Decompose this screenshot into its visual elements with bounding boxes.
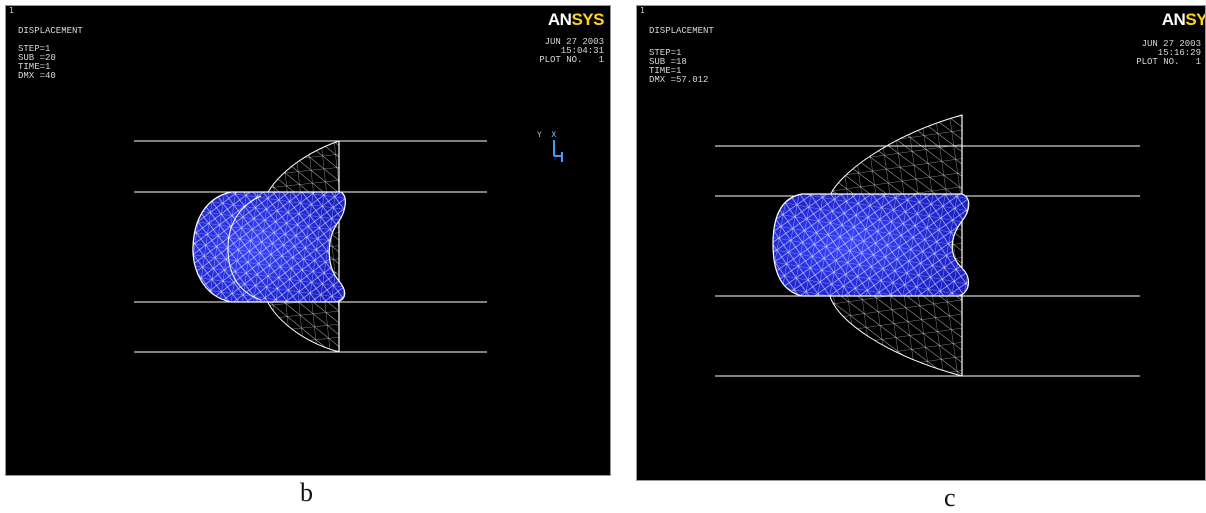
coordinate-triad-icon xyxy=(553,140,563,162)
time-label: TIME=1 xyxy=(649,66,682,76)
plot-date: JUN 27 2003 xyxy=(544,37,604,47)
plot-number: PLOT NO. 1 xyxy=(1136,57,1201,67)
ansys-logo: ANSY xyxy=(1161,10,1206,29)
mesh-scene-b xyxy=(134,140,563,353)
figure-caption-b: b xyxy=(300,478,313,507)
deformed-mesh xyxy=(773,194,969,296)
result-title: DISPLACEMENT xyxy=(649,26,714,36)
step-label: STEP=1 xyxy=(649,48,682,58)
dmx-label: DMX =40 xyxy=(18,71,56,81)
result-title: DISPLACEMENT xyxy=(18,26,83,36)
step-label: STEP=1 xyxy=(18,44,51,54)
plot-time: 15:16:29 xyxy=(1157,48,1201,58)
panel-b-viewport: 1 DISPLACEMENT STEP=1 SUB =20 TIME=1 DMX… xyxy=(5,5,611,476)
substep-label: SUB =20 xyxy=(18,53,56,63)
dmx-label: DMX =57.012 xyxy=(649,75,709,85)
coordinate-triad-label: Y X xyxy=(537,131,557,140)
substep-label: SUB =18 xyxy=(649,57,687,67)
deformed-mesh xyxy=(192,192,346,302)
mesh-scene-c xyxy=(715,114,1140,377)
plot-time: 15:04:31 xyxy=(560,46,604,56)
ansys-logo: ANSYS xyxy=(547,10,605,29)
inner-outline xyxy=(227,195,262,301)
window-index: 1 xyxy=(640,6,645,15)
window-index: 1 xyxy=(9,6,14,15)
figure-caption-c: c xyxy=(944,483,956,512)
plot-number: PLOT NO. 1 xyxy=(539,55,604,65)
time-label: TIME=1 xyxy=(18,62,51,72)
plot-date: JUN 27 2003 xyxy=(1141,39,1201,49)
panel-c-viewport: 1 DISPLACEMENT STEP=1 SUB =18 TIME=1 DMX… xyxy=(636,5,1206,481)
